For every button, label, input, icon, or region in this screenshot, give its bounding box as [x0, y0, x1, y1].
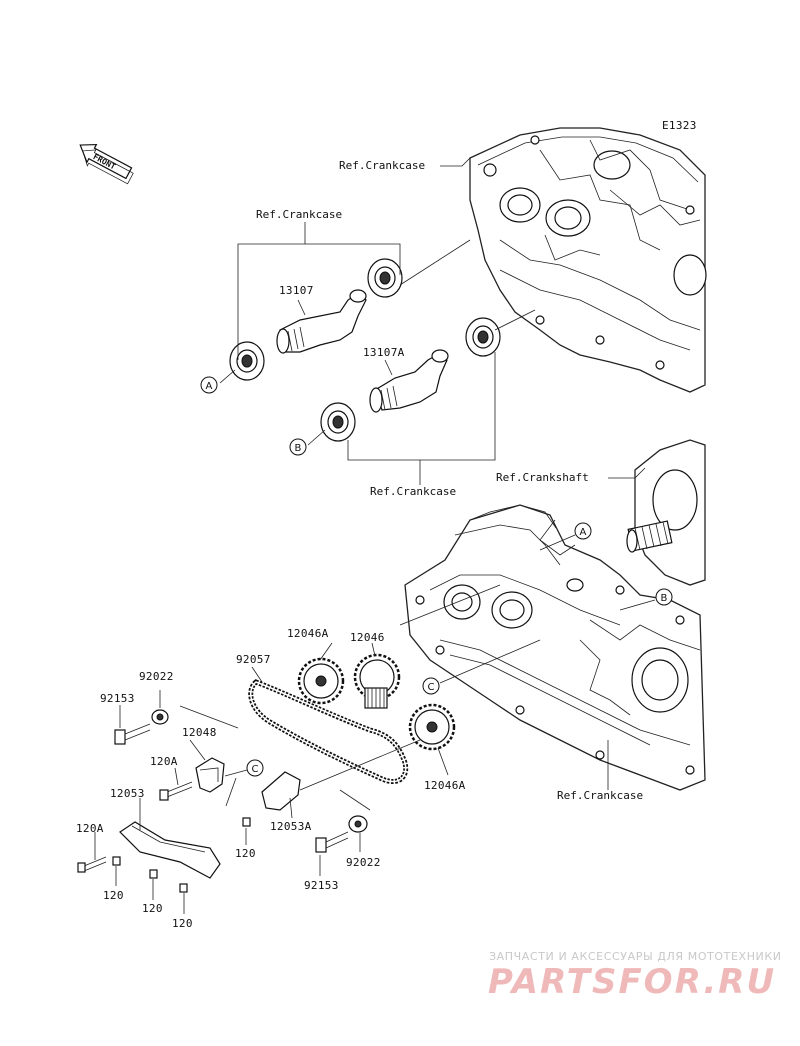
bolt-120-c — [149, 869, 158, 879]
callout-a-left: A — [200, 376, 218, 394]
part-92022-top: 92022 — [139, 670, 174, 683]
part-12046A-bot: 12046A — [424, 779, 466, 792]
part-92153-top: 92153 — [100, 692, 135, 705]
svg-text:B: B — [295, 443, 302, 454]
washer-92022-top — [151, 709, 169, 725]
part-92057: 92057 — [236, 653, 271, 666]
part-12046: 12046 — [350, 631, 385, 644]
ref-crankcase-mid: Ref.Crankcase — [370, 485, 456, 498]
part-12053A: 12053A — [270, 820, 312, 833]
ref-crankcase-left: Ref.Crankcase — [256, 208, 342, 221]
bolt-120-b — [112, 856, 121, 866]
balancer-shaft-13107A — [369, 349, 449, 413]
chain-guide-12053A — [261, 771, 301, 811]
callout-c-left: C — [246, 759, 264, 777]
ref-crankcase-bottom: Ref.Crankcase — [557, 789, 643, 802]
svg-text:A: A — [580, 527, 587, 538]
crankshaft-drawing — [626, 439, 706, 586]
part-120-c: 120 — [142, 902, 163, 915]
callout-b-right: B — [655, 588, 673, 606]
tensioner-12048 — [195, 757, 225, 793]
washer-92022-bot — [348, 815, 368, 833]
part-12046A-top: 12046A — [287, 627, 329, 640]
front-arrow-icon: FRONT — [79, 143, 134, 185]
bolt-120-d — [179, 883, 188, 893]
svg-text:C: C — [252, 764, 259, 775]
part-120A-top: 120A — [150, 755, 178, 768]
bearing-left-a — [229, 341, 265, 381]
sprocket-12046A-lower — [408, 703, 456, 751]
crankcase-upper-drawing — [469, 127, 707, 393]
ref-crankcase-top: Ref.Crankcase — [339, 159, 425, 172]
part-12053: 12053 — [110, 787, 145, 800]
callout-b-left: B — [289, 438, 307, 456]
crankcase-lower-drawing — [404, 504, 706, 791]
ref-crankshaft: Ref.Crankshaft — [496, 471, 589, 484]
callout-a-right: A — [574, 522, 592, 540]
part-120A-bot: 120A — [76, 822, 104, 835]
part-92153-bot: 92153 — [304, 879, 339, 892]
bolt-120A-bot — [77, 856, 107, 873]
bolt-120-a — [242, 817, 251, 827]
callout-c-mid: C — [422, 677, 440, 695]
bolt-120A-top — [159, 781, 193, 801]
bolt-92153-top — [114, 723, 151, 745]
balancer-shaft-13107 — [276, 289, 367, 354]
svg-text:A: A — [206, 381, 213, 392]
part-13107A: 13107A — [363, 346, 405, 359]
bolt-92153-bot — [315, 831, 349, 853]
diagram-code: E1323 — [662, 119, 697, 132]
svg-text:C: C — [428, 682, 435, 693]
part-120-d: 120 — [172, 917, 193, 930]
leader-lines — [94, 157, 656, 914]
bearing-right-13107A — [465, 317, 501, 357]
watermark-logo: PARTSFOR.RU — [488, 962, 777, 1002]
bearing-upper — [367, 258, 403, 298]
part-12048: 12048 — [182, 726, 217, 739]
bearing-left-b — [320, 402, 356, 442]
part-92022-bot: 92022 — [346, 856, 381, 869]
watermark-tagline: ЗАПЧАСТИ И АКСЕССУАРЫ ДЛЯ МОТОТЕХНИКИ — [489, 950, 782, 963]
svg-text:B: B — [661, 593, 668, 604]
part-120-b: 120 — [103, 889, 124, 902]
sprocket-12046A-upper — [297, 657, 345, 705]
part-13107: 13107 — [279, 284, 314, 297]
sprocket-12046 — [353, 653, 401, 709]
part-120-a: 120 — [235, 847, 256, 860]
chain-guide-12053 — [119, 821, 221, 879]
